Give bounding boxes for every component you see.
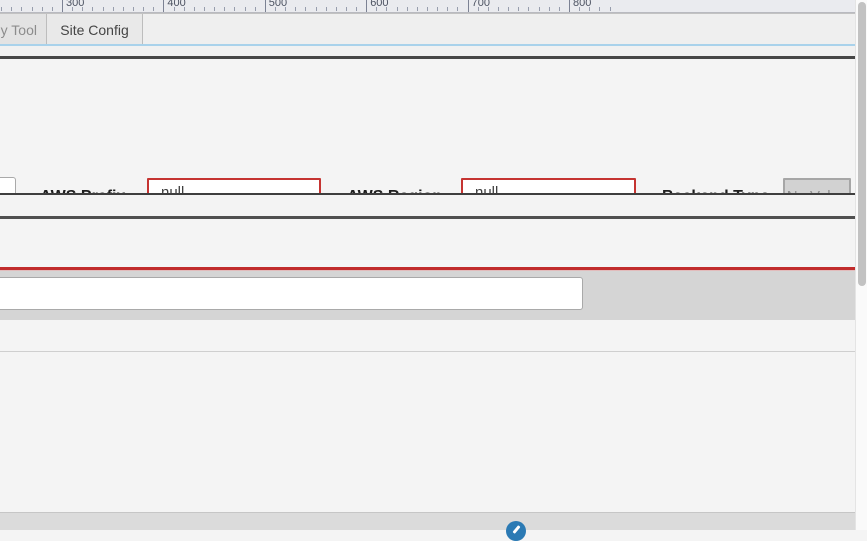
ruler-unit-label: 500 bbox=[268, 0, 288, 9]
empty-content-area bbox=[0, 352, 855, 512]
tab-underline bbox=[0, 44, 855, 46]
bottom-status-band bbox=[0, 512, 855, 530]
wide-text-input[interactable] bbox=[0, 277, 583, 310]
section-separator-mid-2 bbox=[0, 216, 855, 219]
tab-site-config-label: Site Config bbox=[60, 21, 129, 38]
tab-bar: y Tool Site Config bbox=[0, 13, 855, 45]
vertical-scrollbar-track[interactable] bbox=[855, 0, 867, 530]
edit-fab-button[interactable] bbox=[506, 521, 526, 541]
tab-site-config[interactable]: Site Config bbox=[47, 14, 143, 45]
tab-query-tool[interactable]: y Tool bbox=[0, 14, 47, 45]
ruler-unit-label: 400 bbox=[167, 0, 186, 9]
tab-query-tool-label: y Tool bbox=[0, 21, 37, 38]
collapsed-panel-strip bbox=[0, 195, 855, 216]
horizontal-ruler: 300 400 500 600 700 800 bbox=[0, 0, 855, 13]
site-config-form: AWS Prefix : AWS Region : Backend Type :… bbox=[0, 59, 855, 214]
ruler-unit-label: 300 bbox=[66, 0, 85, 9]
vertical-scrollbar-thumb[interactable] bbox=[858, 2, 866, 286]
section-separator-mid-1 bbox=[0, 193, 855, 195]
strip-under-tabs bbox=[0, 46, 855, 56]
red-separator bbox=[0, 267, 855, 271]
ruler-unit-label: 800 bbox=[573, 0, 592, 9]
section-separator-top bbox=[0, 56, 855, 59]
ruler-unit-label: 600 bbox=[370, 0, 389, 9]
ruler-ticks: 300 400 500 600 700 800 bbox=[0, 0, 612, 12]
lower-strip bbox=[0, 320, 855, 351]
ruler-unit-label: 700 bbox=[471, 0, 490, 9]
